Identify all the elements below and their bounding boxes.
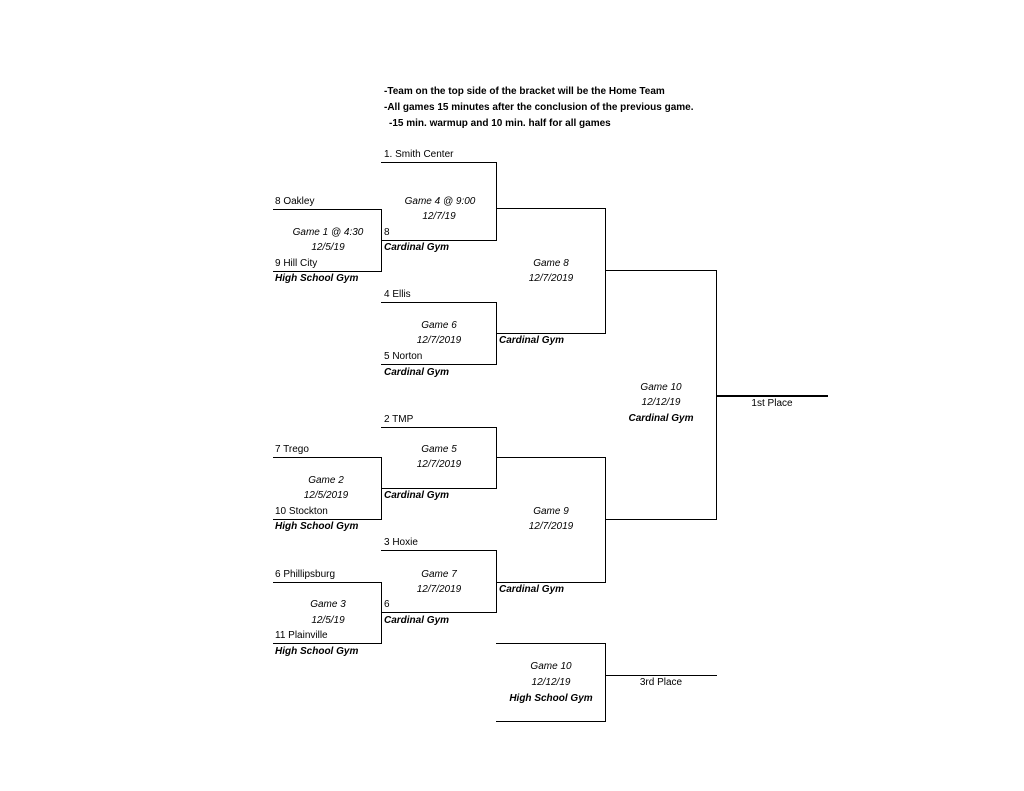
note-game-timing: -All games 15 minutes after the conclusi…: [384, 102, 694, 113]
slot-line-phillipsburg: [273, 582, 382, 583]
slot-line-third-place-bottom: [496, 721, 606, 722]
slot-line-game1-winner: [381, 240, 497, 241]
game8-venue: Cardinal Gym: [499, 335, 565, 346]
third-place-line: [605, 675, 717, 676]
game1-connector: [381, 209, 382, 272]
game4-label: Game 4 @ 9:00: [404, 196, 476, 207]
slot-line-third-place-top: [496, 643, 606, 644]
game6-label: Game 6: [421, 320, 457, 331]
game7-connector: [496, 550, 497, 613]
game10b-venue: High School Gym: [509, 693, 593, 704]
team-ellis: 4 Ellis: [384, 289, 411, 300]
game2-connector: [381, 457, 382, 520]
slot-line-game9-winner: [605, 519, 717, 520]
slot-line-ellis: [381, 302, 497, 303]
slot-line-hoxie: [381, 550, 497, 551]
slot-line-game8-winner: [605, 270, 717, 271]
note-warmup: -15 min. warmup and 10 min. half for all…: [389, 118, 611, 129]
game8-connector: [605, 208, 606, 334]
game5-connector: [496, 427, 497, 489]
team-tmp: 2 TMP: [384, 414, 414, 425]
first-place-label: 1st Place: [751, 398, 793, 409]
game4-connector: [496, 162, 497, 241]
game10-venue: Cardinal Gym: [628, 413, 694, 424]
slot-line-hill-city: [273, 271, 382, 272]
game5-date: 12/7/2019: [416, 459, 462, 470]
third-place-connector: [605, 643, 606, 722]
team-plainville: 11 Plainville: [275, 630, 328, 641]
team-trego: 7 Trego: [275, 444, 309, 455]
team-oakley: 8 Oakley: [275, 196, 315, 207]
game6-date: 12/7/2019: [416, 335, 462, 346]
game4-date: 12/7/19: [422, 211, 456, 222]
game1-venue: High School Gym: [275, 273, 359, 284]
game5-label: Game 5: [421, 444, 457, 455]
slot-line-game3-winner: [381, 612, 497, 613]
slot-line-game7-winner: [496, 582, 606, 583]
slot-line-oakley: [273, 209, 382, 210]
team-stockton: 10 Stockton: [275, 506, 328, 517]
seed-advancing-6: 6: [384, 599, 390, 610]
slot-line-game2-winner: [381, 488, 497, 489]
game2-label: Game 2: [308, 475, 344, 486]
slot-line-plainville: [273, 643, 382, 644]
game9-label: Game 9: [533, 506, 569, 517]
slot-line-game6-winner: [496, 333, 606, 334]
game6-venue: Cardinal Gym: [384, 367, 450, 378]
third-place-label: 3rd Place: [639, 677, 683, 688]
game3-connector: [381, 582, 382, 644]
game3-venue: High School Gym: [275, 646, 359, 657]
note-home-team: -Team on the top side of the bracket wil…: [384, 86, 665, 97]
slot-line-smith-center: [381, 162, 497, 163]
game2-venue: High School Gym: [275, 521, 359, 532]
slot-line-game4-winner: [496, 208, 606, 209]
slot-line-tmp: [381, 427, 497, 428]
game2-date: 12/5/2019: [303, 490, 349, 501]
team-hill-city: 9 Hill City: [275, 258, 318, 269]
game9-venue: Cardinal Gym: [499, 584, 565, 595]
game1-date: 12/5/19: [311, 242, 345, 253]
first-place-line: [716, 395, 828, 397]
team-norton: 5 Norton: [384, 351, 423, 362]
slot-line-trego: [273, 457, 382, 458]
game7-date: 12/7/2019: [416, 584, 462, 595]
game4-venue: Cardinal Gym: [384, 242, 450, 253]
game3-date: 12/5/19: [311, 615, 345, 626]
game3-label: Game 3: [310, 599, 346, 610]
game7-label: Game 7: [421, 569, 457, 580]
game5-venue: Cardinal Gym: [384, 490, 450, 501]
slot-line-stockton: [273, 519, 382, 520]
game10b-date: 12/12/19: [531, 677, 571, 688]
slot-line-norton: [381, 364, 497, 365]
game10-date: 12/12/19: [641, 397, 681, 408]
game7-venue: Cardinal Gym: [384, 615, 450, 626]
team-hoxie: 3 Hoxie: [384, 537, 418, 548]
slot-line-game5-winner: [496, 457, 606, 458]
game8-label: Game 8: [533, 258, 569, 269]
game9-date: 12/7/2019: [528, 521, 574, 532]
team-phillipsburg: 6 Phillipsburg: [275, 569, 336, 580]
game8-date: 12/7/2019: [528, 273, 574, 284]
seed-advancing-8: 8: [384, 227, 390, 238]
team-smith-center: 1. Smith Center: [384, 149, 454, 160]
game9-connector: [605, 457, 606, 583]
game1-label: Game 1 @ 4:30: [292, 227, 364, 238]
game10b-label: Game 10: [530, 661, 572, 672]
game10-label: Game 10: [640, 382, 682, 393]
